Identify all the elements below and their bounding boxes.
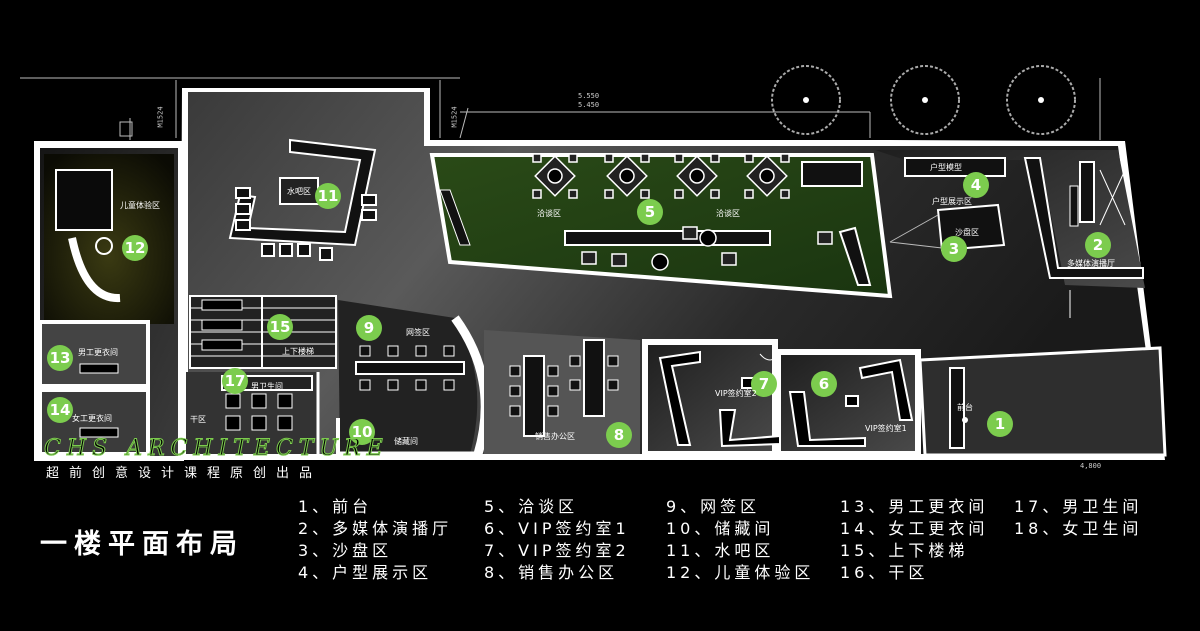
legend-item: 7、VIP签约室2: [484, 541, 630, 560]
badge-17: 17: [222, 368, 248, 394]
label-sand: 沙盘区: [955, 228, 979, 237]
legend-item: 6、VIP签约室1: [484, 519, 630, 538]
badge-5: 5: [637, 199, 663, 225]
badge-12: 12: [122, 235, 148, 261]
stairs: [189, 295, 337, 369]
label-net: 网签区: [406, 328, 430, 337]
legend-item: 11、水吧区: [666, 541, 775, 560]
door-tag-1: M1524: [156, 106, 165, 128]
tree-icon: [771, 65, 1076, 135]
dim-1: 5.550: [578, 92, 600, 100]
legend-item: 9、网签区: [666, 497, 761, 516]
brand-watermark: CHS ARCHITECTURE: [44, 436, 389, 462]
badge-9: 9: [356, 315, 382, 341]
label-front: 前台: [957, 403, 973, 412]
label-stair: 上下楼梯: [282, 347, 314, 356]
label-talk-left: 洽谈区: [537, 209, 561, 218]
badge-8: 8: [606, 422, 632, 448]
legend-item: 17、男卫生间: [1014, 497, 1143, 516]
badge-4: 4: [963, 172, 989, 198]
badge-2: 2: [1085, 232, 1111, 258]
badge-6: 6: [811, 371, 837, 397]
changing-rooms: [38, 320, 150, 456]
legend-item: 1、前台: [298, 497, 373, 516]
legend-item: 18、女卫生间: [1014, 519, 1143, 538]
label-vip2: VIP签约室2: [715, 389, 757, 398]
legend-item: 10、储藏间: [666, 519, 775, 538]
legend-item: 13、男工更衣间: [840, 497, 989, 516]
legend-item: 12、儿童体验区: [666, 563, 815, 582]
brand-subtitle: 超前创意设计课程原创出品: [46, 466, 323, 481]
dim-bottom: 4,800: [1080, 462, 1102, 470]
badge-3: 3: [941, 236, 967, 262]
legend-column-5: 17、男卫生间 18、女卫生间: [1014, 496, 1142, 540]
legend-item: 2、多媒体演播厅: [298, 519, 453, 538]
badge-14: 14: [47, 397, 73, 423]
badge-7: 7: [751, 371, 777, 397]
vip-rooms: [642, 339, 921, 457]
legend-item: 8、销售办公区: [484, 563, 619, 582]
sales-office: [484, 330, 640, 454]
label-dry: 干区: [190, 415, 206, 424]
bar-counter: [228, 138, 377, 261]
label-women-change: 女工更衣间: [72, 414, 112, 423]
legend-column-3: 9、网签区 10、储藏间 11、水吧区 12、儿童体验区: [666, 496, 814, 584]
badge-13: 13: [47, 345, 73, 371]
label-men-change: 男工更衣间: [78, 348, 118, 357]
label-men-wc: 男卫生间: [251, 382, 283, 391]
legend-item: 3、沙盘区: [298, 541, 393, 560]
door-tag-2: M1524: [450, 106, 459, 128]
legend-item: 14、女工更衣间: [840, 519, 989, 538]
dim-2: 5.450: [578, 101, 600, 109]
top-lines: [20, 77, 1101, 140]
legend-item: 5、洽谈区: [484, 497, 579, 516]
label-vip1: VIP签约室1: [865, 424, 907, 433]
label-media: 多媒体演播厅: [1067, 259, 1115, 268]
table-set: [532, 153, 833, 271]
legend-column-4: 13、男工更衣间 14、女工更衣间 15、上下楼梯 16、干区: [840, 496, 988, 584]
badge-1: 1: [987, 411, 1013, 437]
page-title: 一楼平面布局: [40, 529, 244, 560]
label-talk-right: 洽谈区: [716, 209, 740, 218]
legend-column-2: 5、洽谈区 6、VIP签约室1 7、VIP签约室2 8、销售办公区: [484, 496, 630, 584]
label-child: 儿童体验区: [120, 201, 160, 210]
label-unit-show: 户型展示区: [932, 197, 972, 206]
badge-15: 15: [267, 314, 293, 340]
legend-item: 16、干区: [840, 563, 929, 582]
label-bar: 水吧区: [287, 187, 311, 196]
badge-10: 10: [349, 419, 375, 445]
label-unit-model: 户型模型: [930, 163, 962, 172]
front-desk-area: [918, 346, 1167, 457]
right-zone: [875, 150, 1145, 318]
child-zone: [44, 154, 174, 324]
label-storage: 储藏间: [394, 437, 418, 446]
badge-11: 11: [315, 183, 341, 209]
legend-item: 4、户型展示区: [298, 563, 433, 582]
negotiation-area: [429, 153, 893, 299]
label-sales: 销售办公区: [535, 432, 575, 441]
legend-item: 15、上下楼梯: [840, 541, 969, 560]
legend-column-1: 1、前台 2、多媒体演播厅 3、沙盘区 4、户型展示区: [298, 496, 452, 584]
